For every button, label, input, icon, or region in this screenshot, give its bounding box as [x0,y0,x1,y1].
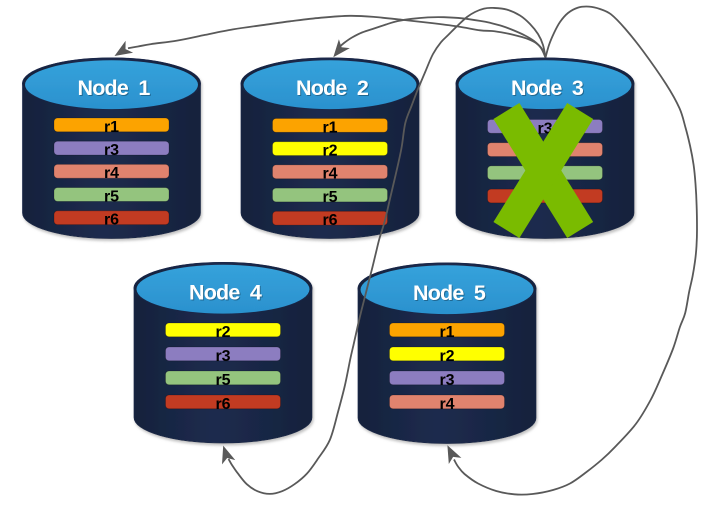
svg-text:Node 1: Node 1 [77,76,150,100]
svg-text:r4: r4 [104,165,119,182]
svg-text:Node 2: Node 2 [296,76,369,100]
svg-text:Node 5: Node 5 [414,282,487,306]
svg-text:Node 4: Node 4 [190,282,263,306]
svg-text:Node 2: Node 2 [297,77,370,101]
svg-text:r6: r6 [215,396,230,413]
svg-text:r5: r5 [215,372,230,389]
svg-text:r5: r5 [104,188,119,205]
svg-text:r6: r6 [104,212,119,229]
svg-text:r2: r2 [215,324,230,341]
svg-text:Node 4: Node 4 [189,281,262,305]
svg-text:r1: r1 [322,119,337,136]
svg-text:Node 3: Node 3 [511,76,584,100]
svg-text:r3: r3 [439,372,454,389]
svg-text:r3: r3 [104,142,119,159]
svg-text:r2: r2 [439,348,454,365]
svg-text:Node 3: Node 3 [512,77,585,101]
svg-text:r1: r1 [439,324,454,341]
svg-text:Node 1: Node 1 [78,77,151,101]
svg-text:r4: r4 [439,396,454,413]
svg-text:r6: r6 [322,212,337,229]
svg-text:r5: r5 [322,189,337,206]
svg-text:r4: r4 [322,166,337,183]
svg-text:Node 5: Node 5 [413,281,486,305]
svg-text:r2: r2 [322,143,337,160]
svg-text:r3: r3 [215,348,230,365]
svg-text:r1: r1 [104,119,119,136]
